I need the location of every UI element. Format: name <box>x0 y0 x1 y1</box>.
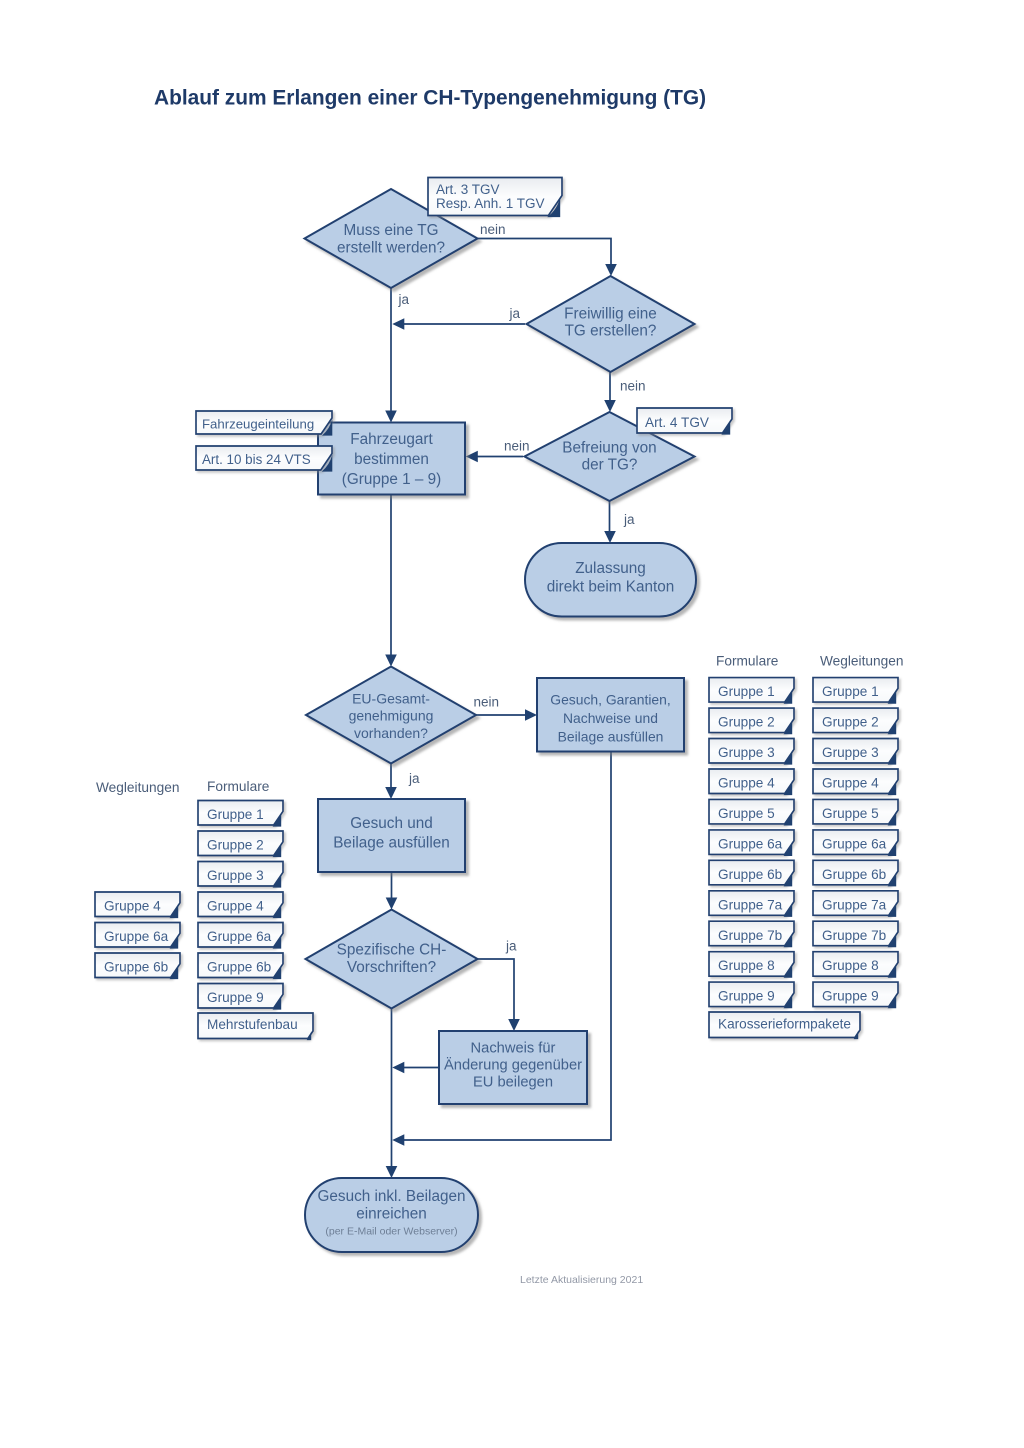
svg-text:einreichen: einreichen <box>356 1206 427 1223</box>
svg-text:Gruppe 6b: Gruppe 6b <box>718 867 782 882</box>
svg-text:(Gruppe 1 – 9): (Gruppe 1 – 9) <box>342 471 441 488</box>
svg-text:nein: nein <box>620 379 646 394</box>
svg-text:Gesuch, Garantien,: Gesuch, Garantien, <box>550 691 670 707</box>
svg-text:Ablauf zum Erlangen einer CH-T: Ablauf zum Erlangen einer CH-Typengenehm… <box>154 87 706 110</box>
svg-text:Gruppe 8: Gruppe 8 <box>822 958 879 973</box>
svg-text:der TG?: der TG? <box>582 457 638 474</box>
svg-text:Nachweis für: Nachweis für <box>471 1041 556 1057</box>
svg-text:Gruppe 1: Gruppe 1 <box>822 684 879 699</box>
svg-text:Gruppe 2: Gruppe 2 <box>207 838 264 853</box>
svg-text:ja: ja <box>505 939 517 954</box>
svg-text:Gruppe 1: Gruppe 1 <box>718 684 775 699</box>
svg-text:ja: ja <box>398 292 410 307</box>
svg-text:EU beilegen: EU beilegen <box>473 1075 553 1091</box>
svg-text:Gruppe 7b: Gruppe 7b <box>822 928 886 943</box>
svg-text:Gruppe 7b: Gruppe 7b <box>718 928 782 943</box>
svg-text:Formulare: Formulare <box>207 779 269 794</box>
svg-text:Art. 4 TGV: Art. 4 TGV <box>645 415 709 430</box>
svg-text:Gesuch inkl. Beilagen: Gesuch inkl. Beilagen <box>318 1188 466 1205</box>
svg-text:Gruppe 7a: Gruppe 7a <box>822 897 887 912</box>
svg-text:Gruppe 1: Gruppe 1 <box>207 807 264 822</box>
svg-text:EU-Gesamt-: EU-Gesamt- <box>352 690 430 706</box>
svg-text:Gruppe 6b: Gruppe 6b <box>207 960 271 975</box>
svg-text:Gruppe 9: Gruppe 9 <box>718 989 775 1004</box>
svg-text:Beilage ausfüllen: Beilage ausfüllen <box>333 834 450 851</box>
svg-text:Karosserieformpakete: Karosserieformpakete <box>718 1017 851 1032</box>
svg-text:Gruppe 9: Gruppe 9 <box>207 990 264 1005</box>
svg-text:ja: ja <box>509 306 521 321</box>
svg-text:Zulassung: Zulassung <box>575 560 646 577</box>
svg-text:Gruppe 6a: Gruppe 6a <box>718 836 783 851</box>
svg-text:Freiwillig eine: Freiwillig eine <box>564 305 657 322</box>
svg-text:Gruppe 8: Gruppe 8 <box>718 958 775 973</box>
svg-text:nein: nein <box>504 439 530 454</box>
svg-text:Spezifische CH-: Spezifische CH- <box>337 942 447 959</box>
svg-text:Gruppe 5: Gruppe 5 <box>822 806 879 821</box>
svg-text:Gruppe 6a: Gruppe 6a <box>822 836 887 851</box>
svg-text:Vorschriften?: Vorschriften? <box>347 959 436 976</box>
svg-text:Gruppe 2: Gruppe 2 <box>822 715 879 730</box>
svg-text:direkt beim Kanton: direkt beim Kanton <box>547 579 675 596</box>
svg-text:Befreiung von: Befreiung von <box>562 439 656 456</box>
svg-text:Gruppe 3: Gruppe 3 <box>718 745 775 760</box>
svg-text:Resp. Anh. 1 TGV: Resp. Anh. 1 TGV <box>436 196 545 211</box>
svg-text:Gesuch und: Gesuch und <box>350 815 433 832</box>
svg-text:Art. 10 bis 24 VTS: Art. 10 bis 24 VTS <box>202 452 311 467</box>
svg-text:ja: ja <box>408 771 420 786</box>
svg-text:Gruppe 4: Gruppe 4 <box>718 776 775 791</box>
svg-text:Gruppe 5: Gruppe 5 <box>718 806 775 821</box>
svg-text:Muss eine TG: Muss eine TG <box>344 222 439 239</box>
svg-text:Gruppe 4: Gruppe 4 <box>822 776 879 791</box>
svg-text:Änderung gegenüber: Änderung gegenüber <box>444 1057 582 1074</box>
svg-text:Wegleitungen: Wegleitungen <box>820 654 903 669</box>
svg-text:vorhanden?: vorhanden? <box>354 725 428 741</box>
svg-text:ja: ja <box>623 512 635 527</box>
svg-text:Beilage ausfüllen: Beilage ausfüllen <box>558 729 664 745</box>
svg-text:Fahrzeugeinteilung: Fahrzeugeinteilung <box>202 417 314 432</box>
svg-text:bestimmen: bestimmen <box>354 451 429 468</box>
svg-text:Gruppe 4: Gruppe 4 <box>207 899 264 914</box>
svg-text:(per E-Mail oder Webserver): (per E-Mail oder Webserver) <box>325 1226 457 1238</box>
svg-text:nein: nein <box>474 695 500 710</box>
svg-text:nein: nein <box>480 222 506 237</box>
svg-text:Gruppe 4: Gruppe 4 <box>104 899 161 914</box>
svg-text:genehmigung: genehmigung <box>349 708 434 724</box>
svg-text:Gruppe 3: Gruppe 3 <box>207 868 264 883</box>
svg-text:Fahrzeugart: Fahrzeugart <box>350 431 433 448</box>
svg-text:Gruppe 9: Gruppe 9 <box>822 989 879 1004</box>
svg-text:Formulare: Formulare <box>716 654 778 669</box>
svg-text:Gruppe 6b: Gruppe 6b <box>104 960 168 975</box>
svg-text:Gruppe 6a: Gruppe 6a <box>104 929 169 944</box>
svg-text:Nachweise und: Nachweise und <box>563 710 658 726</box>
svg-text:Gruppe 7a: Gruppe 7a <box>718 897 783 912</box>
svg-text:Gruppe 6b: Gruppe 6b <box>822 867 886 882</box>
svg-text:Letzte Aktualisierung 2021: Letzte Aktualisierung 2021 <box>520 1274 643 1286</box>
svg-text:Gruppe 6a: Gruppe 6a <box>207 929 272 944</box>
svg-text:Mehrstufenbau: Mehrstufenbau <box>207 1017 298 1032</box>
svg-text:Gruppe 3: Gruppe 3 <box>822 745 879 760</box>
svg-text:Wegleitungen: Wegleitungen <box>96 780 179 795</box>
svg-text:Art. 3 TGV: Art. 3 TGV <box>436 182 500 197</box>
svg-text:TG erstellen?: TG erstellen? <box>565 323 657 340</box>
svg-text:Gruppe 2: Gruppe 2 <box>718 715 775 730</box>
svg-text:erstellt werden?: erstellt werden? <box>337 240 445 257</box>
